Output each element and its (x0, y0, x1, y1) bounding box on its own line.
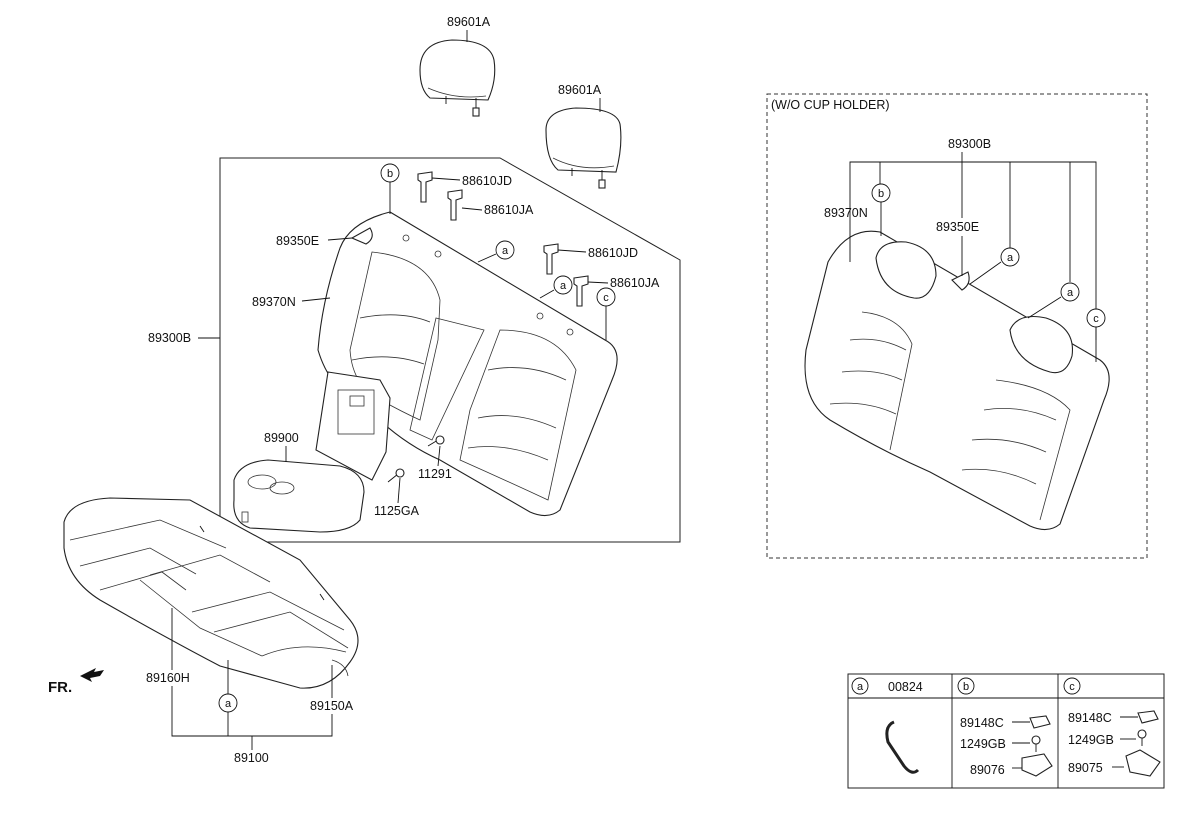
legend-callout-a (851, 677, 869, 695)
legend-c-part-1: 89148C (1068, 711, 1112, 725)
bolt-11291 (427, 435, 445, 447)
legend-b-part-3: 89076 (970, 763, 1005, 777)
bracket-88610ja-2 (573, 275, 589, 307)
callout-a-cushion-text: a (225, 698, 232, 710)
legend-b-bracket-icon (1021, 753, 1053, 777)
armrest-assembly (233, 371, 391, 533)
legend-a-part: 00824 (888, 680, 923, 694)
headrest-left (419, 39, 496, 117)
alt-callout-a-1 (1000, 247, 1020, 267)
label-89150a: 89150A (310, 699, 354, 713)
legend-callout-c-text: c (1069, 681, 1075, 693)
label-88610ja-1: 88610JA (484, 203, 534, 217)
legend-callout-b (957, 677, 975, 695)
callout-b-main-text: b (387, 168, 393, 180)
label-89100: 89100 (234, 751, 269, 765)
legend-b-screw-icon (1031, 735, 1041, 752)
label-88610jd-1: 88610JD (462, 174, 512, 188)
legend-c-screw-icon (1137, 729, 1147, 746)
alt-callout-b-text: b (878, 188, 884, 200)
legend-c-bracket-icon (1125, 749, 1161, 777)
bolt-1125ga (387, 468, 405, 483)
alt-callout-a-2 (1060, 282, 1080, 302)
bracket-88610jd-2 (543, 243, 559, 275)
label-89300b: 89300B (148, 331, 191, 345)
label-1125ga: 1125GA (374, 504, 420, 518)
legend-b-cap-icon (1029, 715, 1051, 729)
seatback-frame (219, 157, 681, 543)
bracket-88610ja-1 (447, 189, 463, 221)
bracket-88610jd-1 (417, 171, 433, 203)
label-headrest-1: 89601A (447, 15, 491, 29)
legend-b-part-1: 89148C (960, 716, 1004, 730)
alt-label-89300b: 89300B (948, 137, 991, 151)
alt-label-89350e: 89350E (936, 220, 979, 234)
alt-seatback (804, 230, 1110, 531)
alt-view-title: (W/O CUP HOLDER) (771, 98, 890, 112)
legend-b-part-2: 1249GB (960, 737, 1006, 751)
label-89370n: 89370N (252, 295, 296, 309)
label-headrest-2: 89601A (558, 83, 602, 97)
alt-view-frame (766, 93, 1148, 559)
alt-callout-a-1-text: a (1007, 252, 1014, 264)
label-11291: 11291 (418, 467, 452, 481)
label-89160h: 89160H (146, 671, 190, 685)
callout-a-main-2 (553, 275, 573, 295)
alt-callout-c-text: c (1093, 313, 1099, 325)
callout-a-main-1 (495, 240, 515, 260)
headrest-right (545, 107, 622, 189)
callout-c-main-text: c (603, 292, 609, 304)
label-89900: 89900 (264, 431, 299, 445)
alt-label-89370n: 89370N (824, 206, 868, 220)
legend-callout-c (1063, 677, 1081, 695)
legend-table (847, 673, 1165, 789)
seat-cushion (63, 497, 359, 689)
front-arrow-icon (80, 668, 104, 682)
seatback-assembly (317, 211, 618, 517)
front-arrow-label: FR. (48, 679, 72, 696)
label-89350e: 89350E (276, 234, 319, 248)
label-88610ja-2: 88610JA (610, 276, 660, 290)
alt-callout-a-2-text: a (1067, 287, 1074, 299)
legend-callout-a-text: a (857, 681, 864, 693)
legend-c-part-2: 1249GB (1068, 733, 1114, 747)
callout-a-main-2-text: a (560, 280, 567, 292)
callout-a-main-1-text: a (502, 245, 509, 257)
label-88610jd-2: 88610JD (588, 246, 638, 260)
legend-c-part-3: 89075 (1068, 761, 1103, 775)
legend-c-cap-icon (1137, 710, 1159, 724)
legend-callout-b-text: b (963, 681, 969, 693)
clip-00824-icon (885, 720, 920, 774)
